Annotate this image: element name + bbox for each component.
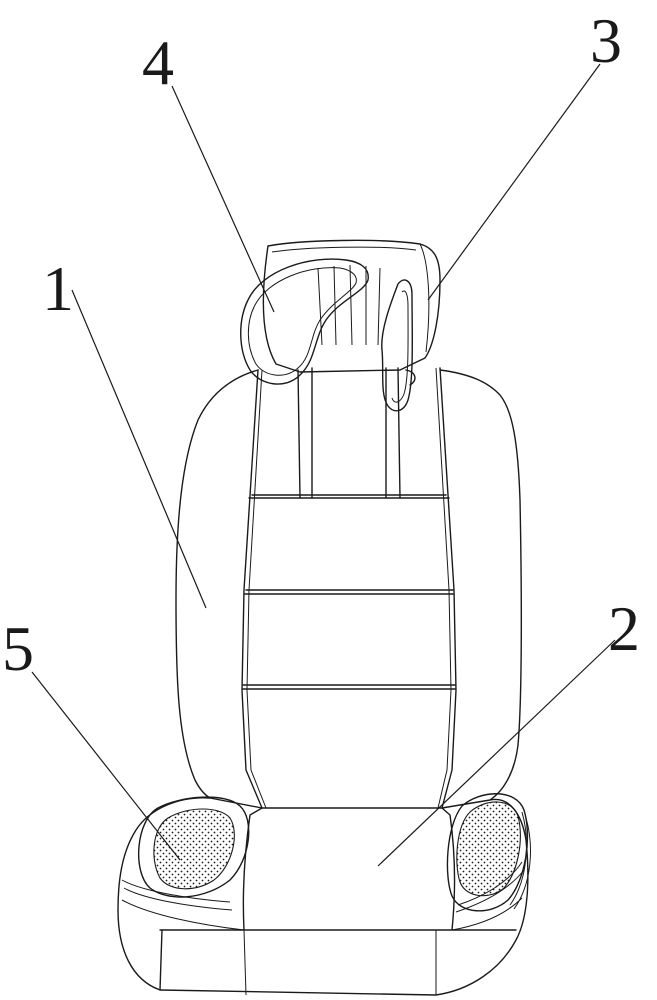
left-seat-dotted-patch [153,808,235,890]
leader-line-2 [377,639,616,867]
seat-piping [121,861,525,913]
left-seat-bolster [138,796,250,898]
backrest-center-panel [241,367,457,809]
seat-front-panel [159,807,517,931]
backrest-outline [175,369,523,809]
headrest-stitching [317,264,381,346]
leader-line-1 [71,289,207,609]
right-headrest-bolster [381,279,414,412]
label-1: 1 [42,253,74,324]
leader-line-4 [171,85,275,313]
right-seat-dotted-patch [456,801,521,897]
label-4: 4 [142,27,174,98]
label-5: 5 [2,613,34,684]
backrest-stitch-lines [242,494,456,690]
leader-line-3 [427,63,601,301]
leader-line-5 [31,671,181,861]
right-seat-bolster [446,793,529,912]
left-headrest-bolster [240,258,369,385]
label-2: 2 [608,593,640,664]
headrest-outline [262,239,441,373]
label-3: 3 [590,5,622,76]
headrest-posts [297,367,401,499]
